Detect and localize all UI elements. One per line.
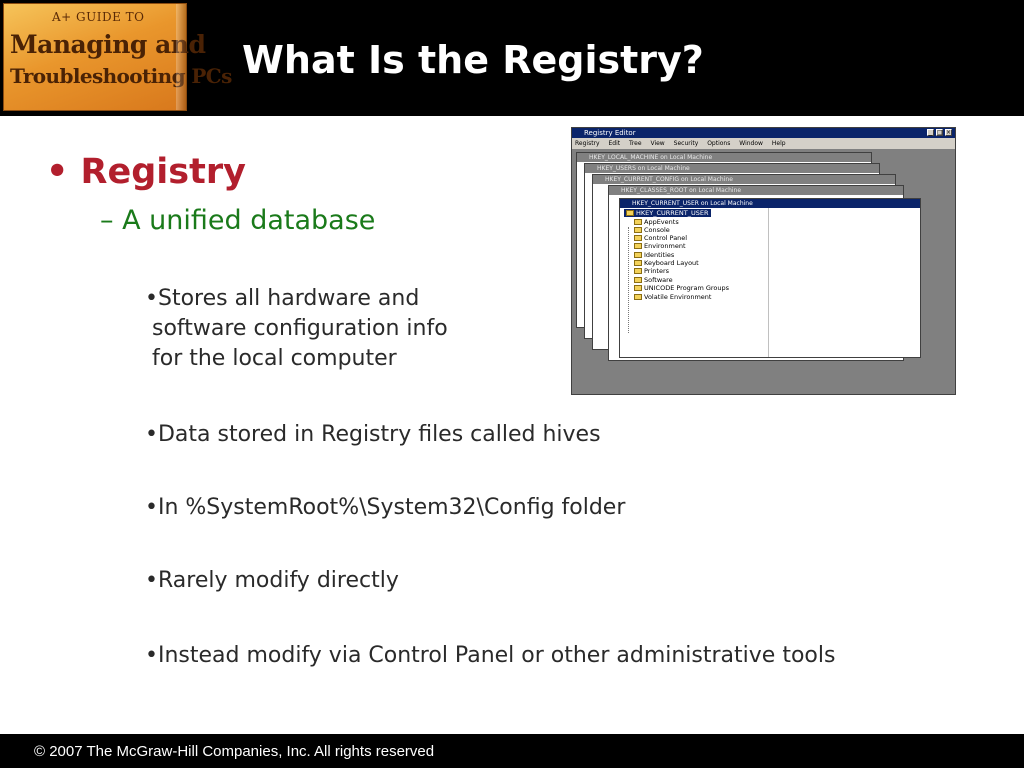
- tree-item[interactable]: Volatile Environment: [634, 293, 711, 301]
- tree-item[interactable]: Keyboard Layout: [634, 259, 699, 267]
- tree-item-label: UNICODE Program Groups: [644, 284, 730, 292]
- bullet-point-1: •Stores all hardware and software config…: [145, 284, 448, 374]
- bullet-point-5: •Instead modify via Control Panel or oth…: [145, 643, 836, 668]
- registry-editor-screenshot: Registry Editor _ □ × Registry Edit Tree…: [571, 127, 956, 395]
- header-bar: A+ GUIDE TO Managing and Troubleshooting…: [0, 0, 1024, 116]
- folder-icon: [634, 294, 642, 300]
- registry-editor-title: Registry Editor: [584, 129, 636, 137]
- tree-item-label: Software: [644, 276, 673, 284]
- folder-icon: [634, 252, 642, 258]
- folder-icon: [634, 285, 642, 291]
- bullet-point-3: •In %SystemRoot%\System32\Config folder: [145, 495, 626, 520]
- logo-line-1: A+ GUIDE TO: [52, 10, 145, 24]
- logo-edge: [176, 4, 186, 110]
- window-hkey-current-user[interactable]: HKEY_CURRENT_USER on Local Machine HKEY_…: [619, 198, 921, 358]
- menu-options[interactable]: Options: [707, 140, 731, 147]
- tree-item[interactable]: AppEvents: [634, 218, 679, 226]
- bullet-point-2: •Data stored in Registry files called hi…: [145, 422, 601, 447]
- tree-item[interactable]: Environment: [634, 242, 686, 250]
- folder-icon: [634, 219, 642, 225]
- tree-item[interactable]: UNICODE Program Groups: [634, 284, 729, 292]
- tree-item-label: Environment: [644, 242, 686, 250]
- tree-item[interactable]: Software: [634, 276, 673, 284]
- footer-bar: © 2007 The McGraw-Hill Companies, Inc. A…: [0, 734, 1024, 768]
- folder-icon: [634, 243, 642, 249]
- tree-guide-line: [628, 227, 629, 333]
- bullet-point-1-line-3: for the local computer: [145, 346, 397, 371]
- slide-title: What Is the Registry?: [242, 38, 704, 82]
- folder-icon: [634, 260, 642, 266]
- window-title: HKEY_CURRENT_CONFIG on Local Machine: [593, 175, 895, 184]
- book-logo: A+ GUIDE TO Managing and Troubleshooting…: [3, 3, 232, 111]
- bullet-point-1-line-1: •Stores all hardware and: [145, 286, 420, 311]
- tree-item-label: Keyboard Layout: [644, 259, 699, 267]
- tree-item[interactable]: Console: [634, 226, 670, 234]
- pane-splitter[interactable]: [768, 208, 769, 357]
- folder-icon: [634, 235, 642, 241]
- tree-item[interactable]: Identities: [634, 251, 674, 259]
- tree-root[interactable]: HKEY_CURRENT_USER: [624, 209, 711, 218]
- window-title: HKEY_CLASSES_ROOT on Local Machine: [609, 186, 903, 195]
- folder-icon: [634, 277, 642, 283]
- tree-item[interactable]: Printers: [634, 267, 669, 275]
- tree-item-label: Control Panel: [644, 234, 688, 242]
- tree-item-label: Printers: [644, 267, 670, 275]
- tree-item-label: AppEvents: [644, 218, 679, 226]
- tree-item-label: Identities: [644, 251, 675, 259]
- registry-menu-bar: Registry Edit Tree View Security Options…: [572, 138, 955, 149]
- registry-editor-titlebar: Registry Editor _ □ ×: [572, 128, 955, 138]
- bullet-point-4: •Rarely modify directly: [145, 568, 399, 593]
- window-title: HKEY_CURRENT_USER on Local Machine: [620, 199, 920, 208]
- menu-window[interactable]: Window: [739, 140, 763, 147]
- menu-view[interactable]: View: [650, 140, 665, 147]
- bullet-point-1-line-2: software configuration info: [145, 316, 448, 341]
- tree-item-label: Console: [644, 226, 670, 234]
- menu-tree[interactable]: Tree: [629, 140, 642, 147]
- sub-bullet: – A unified database: [100, 205, 376, 236]
- close-button[interactable]: ×: [945, 129, 952, 136]
- logo-line-3: Troubleshooting PCs: [10, 64, 232, 88]
- menu-registry[interactable]: Registry: [575, 140, 600, 147]
- main-bullet: • Registry: [46, 152, 246, 192]
- menu-security[interactable]: Security: [673, 140, 699, 147]
- minimize-button[interactable]: _: [927, 129, 934, 136]
- maximize-button[interactable]: □: [936, 129, 943, 136]
- folder-icon: [626, 210, 634, 216]
- window-title: HKEY_LOCAL_MACHINE on Local Machine: [577, 153, 871, 162]
- window-title: HKEY_USERS on Local Machine: [585, 164, 879, 173]
- tree-root-label: HKEY_CURRENT_USER: [636, 209, 709, 217]
- tree-item[interactable]: Control Panel: [634, 234, 687, 242]
- logo-line-2: Managing and: [10, 30, 206, 59]
- menu-edit[interactable]: Edit: [608, 140, 621, 147]
- copyright-text: © 2007 The McGraw-Hill Companies, Inc. A…: [34, 743, 435, 760]
- folder-icon: [634, 227, 642, 233]
- menu-help[interactable]: Help: [771, 140, 786, 147]
- folder-icon: [634, 268, 642, 274]
- tree-item-label: Volatile Environment: [644, 293, 712, 301]
